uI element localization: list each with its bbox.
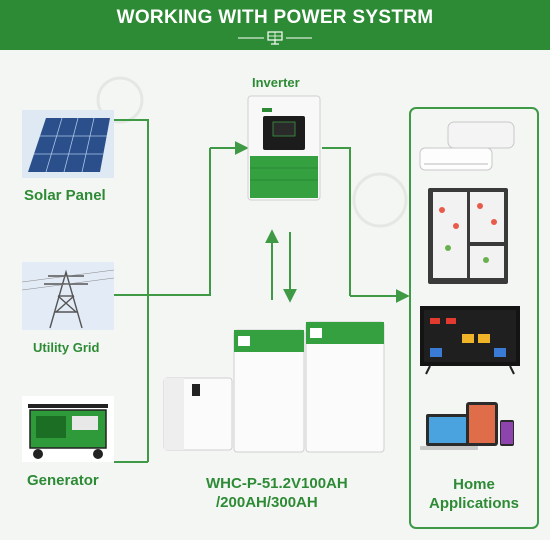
inverter-device	[247, 95, 321, 201]
battery-model-line-1: WHC-P-51.2V100AH	[206, 475, 348, 492]
home-applications-frame	[409, 107, 539, 529]
generator-label: Generator	[27, 472, 99, 489]
source-bus-lines	[114, 119, 211, 463]
solar-house-icon	[238, 31, 312, 45]
generator-image	[22, 396, 114, 462]
home-label-line-1: Home	[453, 476, 495, 493]
inverter-label: Inverter	[252, 75, 300, 90]
solar-panel-image	[22, 110, 114, 178]
battery-unit-small	[163, 377, 233, 451]
utility-grid-label: Utility Grid	[33, 340, 100, 355]
battery-model-line-2: /200AH/300AH	[216, 494, 318, 511]
refrigerator-image	[428, 188, 508, 284]
home-label-line-2: Applications	[428, 495, 519, 512]
header-banner: WORKING WITH POWER SYSTRM	[0, 0, 550, 50]
television-image	[420, 306, 520, 375]
utility-grid-image	[21, 262, 115, 330]
devices-image	[420, 402, 514, 450]
page-title: WORKING WITH POWER SYSTRM	[116, 7, 434, 28]
solar-panel-label: Solar Panel	[24, 187, 106, 204]
air-conditioner-image	[419, 121, 515, 171]
inverter-to-home-line	[322, 147, 351, 296]
battery-unit-medium	[233, 329, 305, 453]
logo-watermark	[96, 76, 408, 228]
battery-unit-large	[305, 321, 385, 453]
